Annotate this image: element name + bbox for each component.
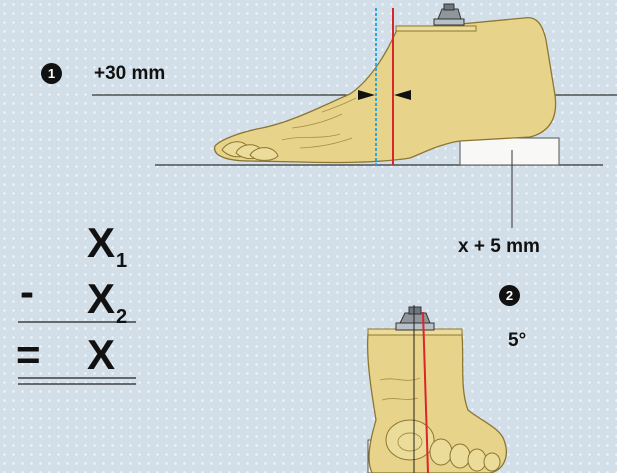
step-2-badge: 2	[499, 285, 520, 306]
prosthetic-foot-front	[366, 328, 507, 473]
formula-line-1: X1	[87, 219, 127, 273]
front-pyramid-adapter-icon	[395, 306, 435, 331]
heel-block	[459, 137, 560, 166]
x1-subscript: 1	[116, 250, 128, 272]
arrow-left-icon	[394, 90, 411, 100]
offset-label: +30 mm	[94, 63, 166, 84]
arrow-right-icon	[358, 90, 375, 100]
front-red-line	[422, 311, 429, 473]
prosthetic-foot-side	[213, 16, 557, 164]
pyramid-adapter-icon	[433, 3, 465, 26]
x1-variable: X	[87, 219, 116, 266]
heel-height-label: x + 5 mm	[458, 236, 540, 257]
x2-subscript: 2	[116, 306, 128, 328]
x2-variable: X	[87, 275, 116, 322]
result-variable: X	[87, 331, 116, 378]
equals-sign: =	[16, 331, 41, 378]
minus-sign: -	[20, 268, 34, 315]
angle-label: 5°	[508, 330, 527, 351]
step-1-badge: 1	[41, 63, 62, 84]
formula-line-2: X2	[87, 275, 127, 329]
